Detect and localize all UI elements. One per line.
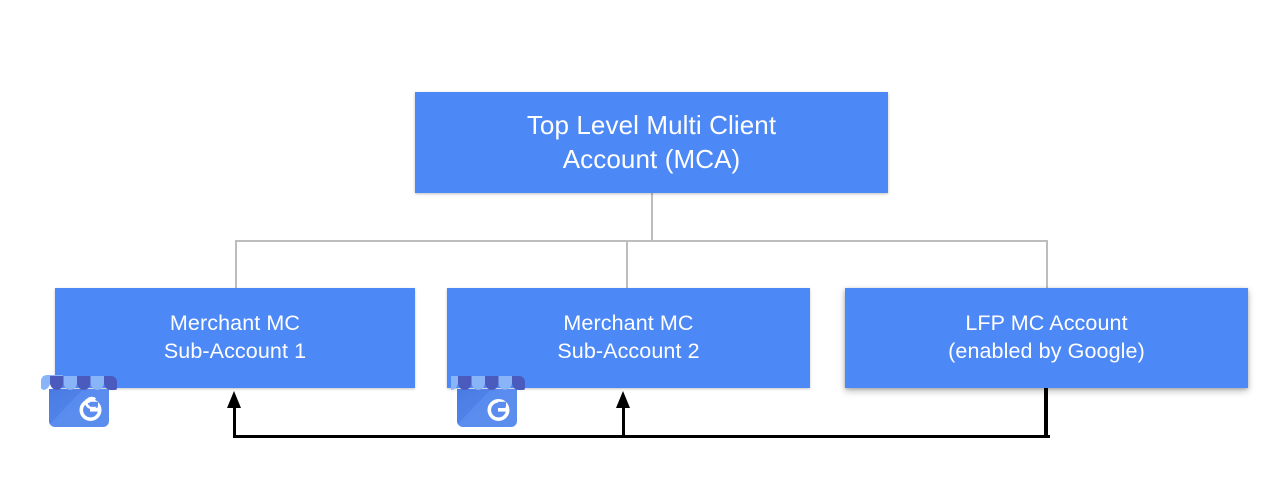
- connector-horizontal-bar: [235, 240, 1048, 242]
- feedback-arrowhead-sub1: [227, 391, 241, 408]
- node-lfp-mc-account-line1: LFP MC Account: [965, 311, 1128, 336]
- node-lfp-mc-account-line2: (enabled by Google): [948, 339, 1145, 363]
- node-top-level-mca-line2: Account (MCA): [562, 143, 741, 174]
- feedback-line-horizontal: [233, 435, 1050, 438]
- feedback-line-to-sub1: [233, 400, 236, 436]
- node-lfp-mc-account[interactable]: LFP MC Account (enabled by Google): [845, 288, 1248, 388]
- node-merchant-sub-account-2[interactable]: Merchant MC Sub-Account 2: [447, 288, 810, 388]
- node-merchant-sub-account-2-line2: Sub-Account 2: [557, 339, 700, 363]
- connector-drop-sub2: [626, 240, 628, 290]
- node-top-level-mca-line1: Top Level Multi Client: [526, 110, 777, 141]
- connector-drop-lfp: [1046, 240, 1048, 290]
- connector-root-stem: [651, 193, 653, 242]
- node-merchant-sub-account-1-line2: Sub-Account 1: [163, 339, 307, 363]
- node-merchant-sub-account-1-line1: Merchant MC: [169, 311, 301, 336]
- node-merchant-sub-account-1[interactable]: Merchant MC Sub-Account 1: [55, 288, 415, 388]
- feedback-arrowhead-sub2: [616, 391, 630, 408]
- feedback-line-from-lfp: [1044, 386, 1048, 436]
- node-top-level-mca[interactable]: Top Level Multi Client Account (MCA): [415, 92, 888, 193]
- connector-drop-sub1: [235, 240, 237, 290]
- feedback-line-to-sub2: [622, 400, 625, 436]
- node-merchant-sub-account-2-line1: Merchant MC: [563, 311, 694, 336]
- google-my-business-storefront-icon: [41, 375, 117, 427]
- google-my-business-storefront-icon: [451, 376, 525, 427]
